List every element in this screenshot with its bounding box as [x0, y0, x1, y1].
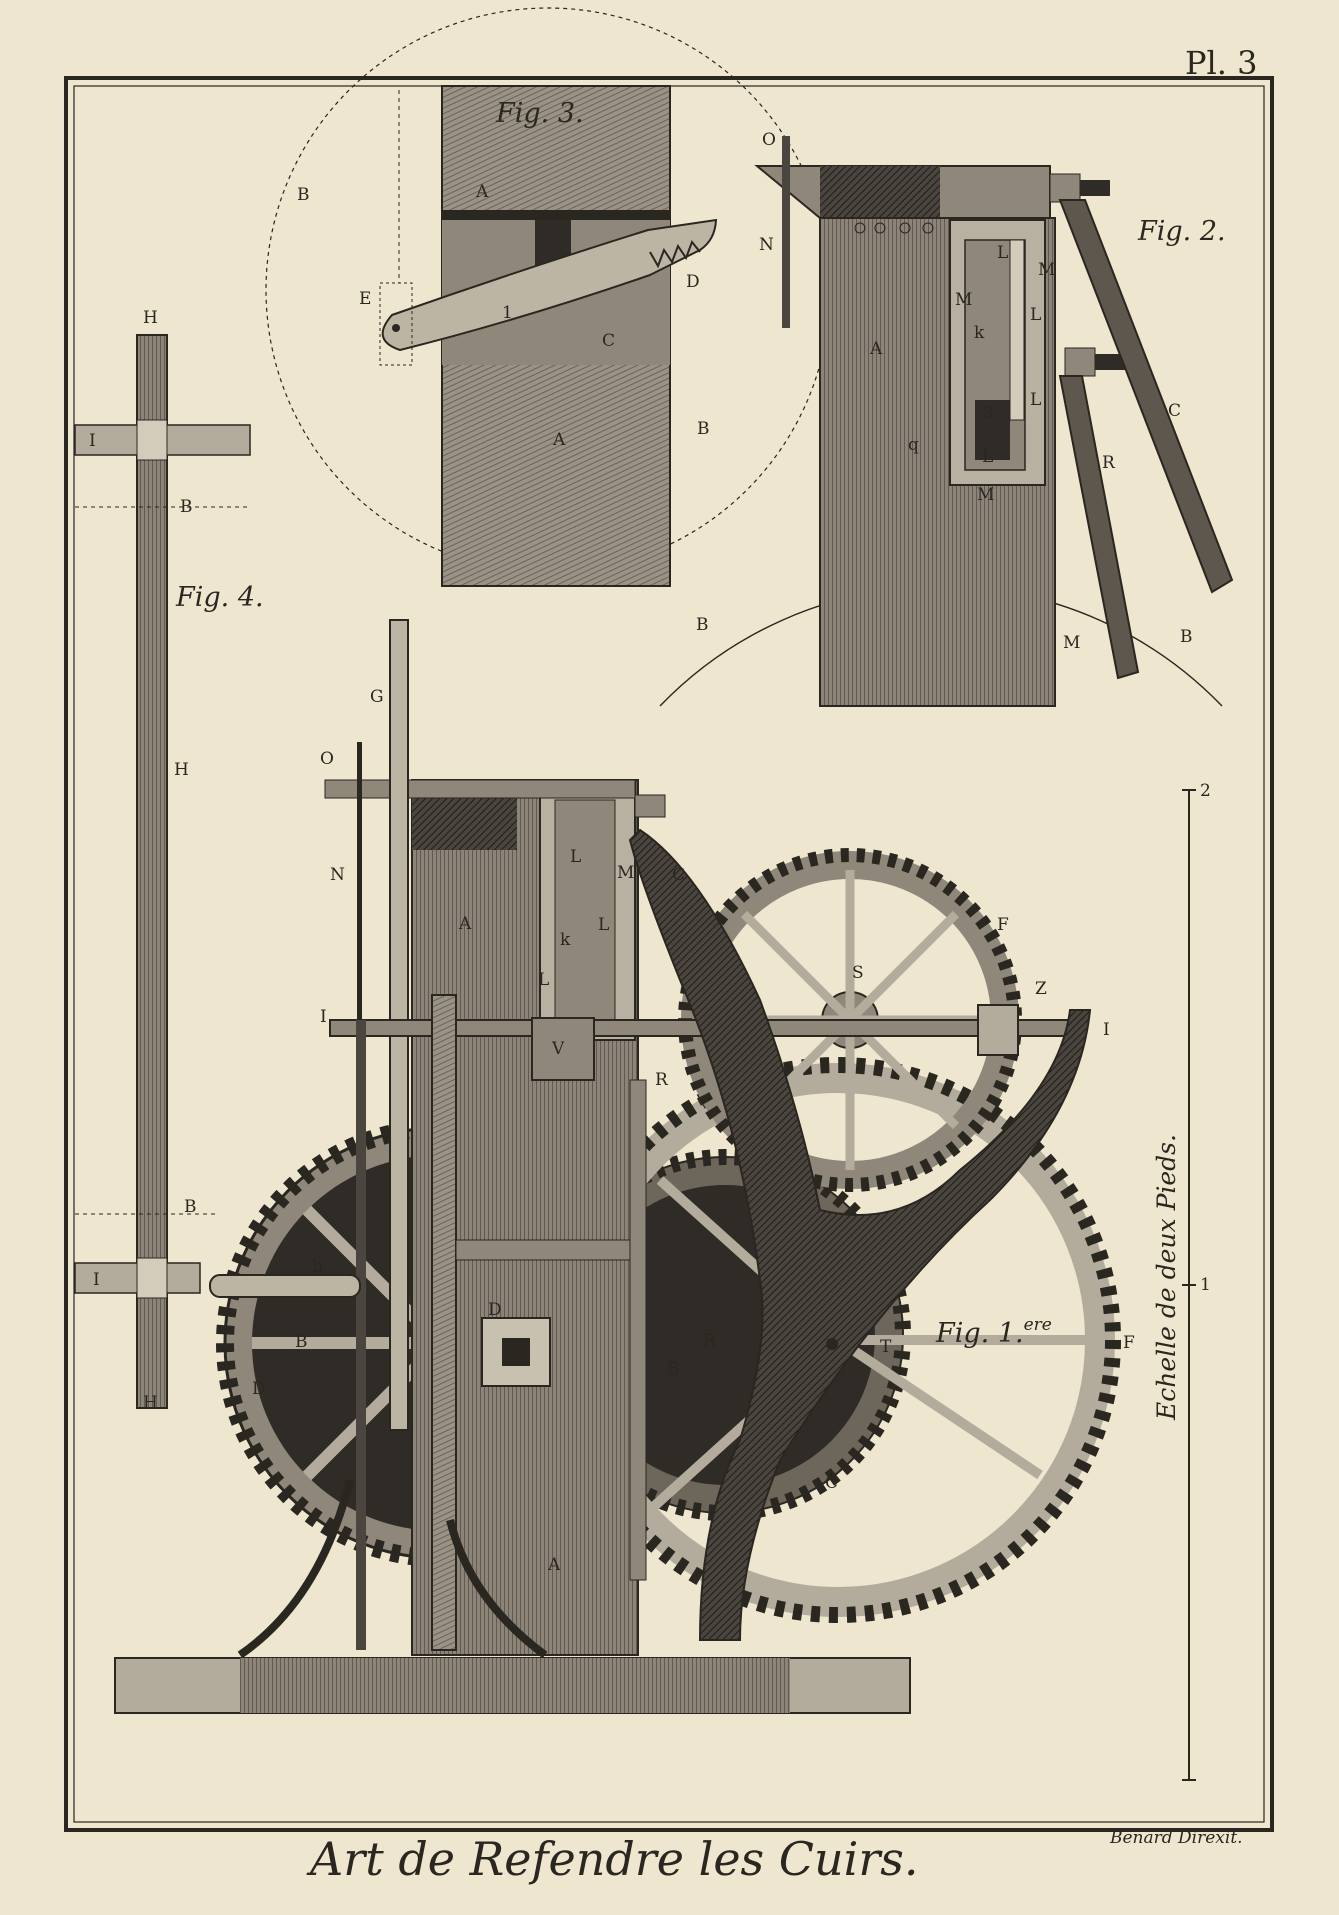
fig1-label: b [312, 1257, 323, 1277]
fig2-label: q [908, 435, 919, 455]
fig4-label: H [143, 308, 158, 328]
scale-mark-1: 1 [1200, 1275, 1211, 1295]
fig1-label: I [1103, 1020, 1110, 1040]
engraver-credit: Benard Direxit. [1109, 1828, 1243, 1848]
fig2-label: M [1038, 260, 1055, 280]
fig3-label: E [359, 289, 371, 309]
figure-1 [114, 619, 1121, 1714]
fig1-label: F [997, 915, 1009, 935]
scale-mark-2: 2 [1200, 781, 1211, 801]
fig4-label: H [143, 1393, 158, 1413]
figure-4 [74, 334, 251, 1409]
fig1-label: D [488, 1300, 502, 1320]
fig1-label: O [320, 749, 334, 769]
fig1-label: B [295, 1332, 308, 1352]
fig2-label: M [1063, 633, 1080, 653]
fig1-label: L [538, 970, 549, 990]
fig1-label: A [458, 914, 472, 934]
fig2-label: A [869, 339, 883, 359]
fig1-caption: Fig. 1.ere [935, 1315, 1052, 1349]
fig4-caption: Fig. 4. [175, 582, 264, 613]
plate-title: Art de Refendre les Cuirs. [306, 1832, 919, 1886]
fig2-label: L [997, 243, 1008, 263]
fig2-label: M [955, 290, 972, 310]
fig3-label: D [686, 272, 700, 292]
fig3-label: B [697, 419, 710, 439]
fig3-label: A [475, 182, 489, 202]
fig1-label: L [598, 915, 609, 935]
fig2-label: R [1102, 453, 1116, 473]
scale-bar [1182, 789, 1196, 1781]
fig1-label: B [667, 1359, 680, 1379]
fig2-label: L [1030, 305, 1041, 325]
fig1-label: R [655, 1070, 669, 1090]
fig2-label: B [696, 615, 709, 635]
fig3-label: C [602, 331, 615, 351]
fig1-label: V [551, 1039, 565, 1059]
figure-2 [659, 136, 1234, 707]
fig3-caption: Fig. 3. [495, 98, 584, 129]
figure-3 [265, 7, 831, 587]
fig2-label: k [974, 323, 985, 343]
fig2-caption: Fig. 2. [1137, 216, 1226, 247]
fig2-label: M [977, 485, 994, 505]
fig2-label: L [1030, 390, 1041, 410]
fig2-label: C [1168, 401, 1181, 421]
fig1-label: D [252, 1379, 266, 1399]
scale-label: Echelle de deux Pieds. [1152, 1134, 1181, 1421]
fig1-label: Z [1035, 979, 1047, 999]
fig1-label: F [1123, 1333, 1135, 1353]
fig1-label: T [880, 1337, 892, 1357]
fig1-letters: G O N A L M C L k L I V R S F Z I b B D … [252, 687, 1135, 1575]
fig1-label: N [330, 865, 345, 885]
fig1-label: C [825, 1473, 838, 1493]
plate-number: Pl. 3 [1185, 44, 1257, 82]
fig2-label: 3 [983, 403, 994, 423]
fig3-label: 1 [502, 303, 513, 323]
fig1-label: H [509, 1344, 524, 1364]
fig1-label: G [370, 687, 384, 707]
fig1-label: C [672, 865, 685, 885]
fig4-label: I [89, 431, 96, 451]
fig3-label: B [297, 185, 310, 205]
fig2-label: L [982, 447, 993, 467]
fig2-label: B [1180, 627, 1193, 647]
fig1-label: I [320, 1007, 327, 1027]
fig4-label: I [93, 1270, 100, 1290]
fig2-label: N [759, 235, 774, 255]
fig1-label: L [570, 847, 581, 867]
fig4-label: B [180, 497, 193, 517]
fig3-label: A [552, 430, 566, 450]
fig3-letters: A A B B C D E 1 [297, 182, 710, 450]
fig1-label: R [703, 1331, 717, 1351]
fig1-label: k [560, 930, 571, 950]
fig1-label: A [547, 1555, 561, 1575]
fig4-letters: H I B H B I H [89, 308, 197, 1413]
fig4-label: H [174, 760, 189, 780]
fig2-letters: O N A M M M M L L L L k 3 q C R B B [696, 130, 1193, 653]
fig1-label: S [852, 963, 864, 983]
fig2-label: O [762, 130, 776, 150]
fig4-label: B [184, 1197, 197, 1217]
fig1-label: M [617, 863, 634, 883]
